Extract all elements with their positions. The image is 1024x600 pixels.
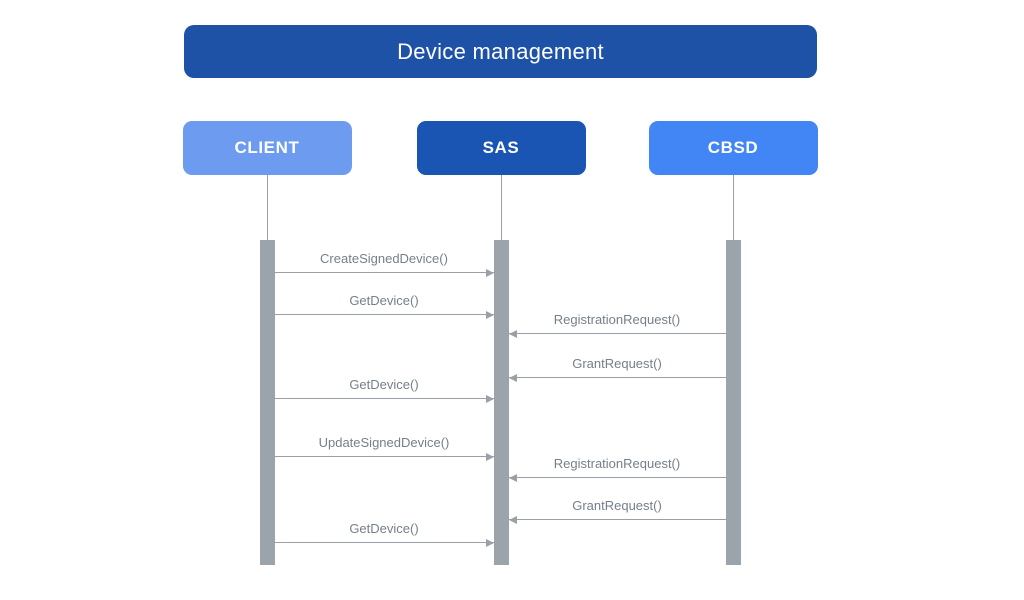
arrowhead-icon <box>485 268 494 277</box>
diagram-title-label: Device management <box>397 38 604 64</box>
arrowhead-icon <box>508 373 517 382</box>
arrowhead-icon <box>485 310 494 319</box>
message-line <box>508 377 726 378</box>
lifeline-cbsd <box>732 175 734 240</box>
message-line <box>274 456 494 457</box>
message-line <box>274 272 494 273</box>
activation-bar-sas <box>493 240 509 565</box>
message-line <box>508 477 726 478</box>
actor-box-client: CLIENT <box>182 121 352 175</box>
diagram-title: Device management <box>184 25 817 78</box>
message-line <box>274 314 494 315</box>
arrowhead-icon <box>485 538 494 547</box>
activation-bar-client <box>259 240 275 565</box>
message-label: GetDevice() <box>349 377 419 392</box>
arrowhead-icon <box>485 452 494 461</box>
actor-label-client: CLIENT <box>234 138 300 157</box>
actor-box-cbsd: CBSD <box>648 121 818 175</box>
lifeline-client <box>266 175 268 240</box>
arrowhead-icon <box>508 329 517 338</box>
message-label: GetDevice() <box>349 293 419 308</box>
arrowhead-icon <box>508 473 517 482</box>
message-line <box>274 398 494 399</box>
arrowhead-icon <box>485 394 494 403</box>
message-label: CreateSignedDevice() <box>320 251 448 266</box>
message-label: UpdateSignedDevice() <box>318 435 450 450</box>
message-label: RegistrationRequest() <box>553 456 681 471</box>
message-label: GetDevice() <box>349 521 419 536</box>
actor-label-sas: SAS <box>482 138 520 157</box>
actor-box-sas: SAS <box>416 121 586 175</box>
message-line <box>508 519 726 520</box>
lifeline-sas <box>500 175 502 240</box>
message-line <box>274 542 494 543</box>
message-label: RegistrationRequest() <box>553 312 681 327</box>
message-label: GrantRequest() <box>572 356 662 371</box>
arrowhead-icon <box>508 515 517 524</box>
activation-bar-cbsd <box>725 240 741 565</box>
actor-label-cbsd: CBSD <box>707 138 759 157</box>
message-label: GrantRequest() <box>572 498 662 513</box>
message-line <box>508 333 726 334</box>
